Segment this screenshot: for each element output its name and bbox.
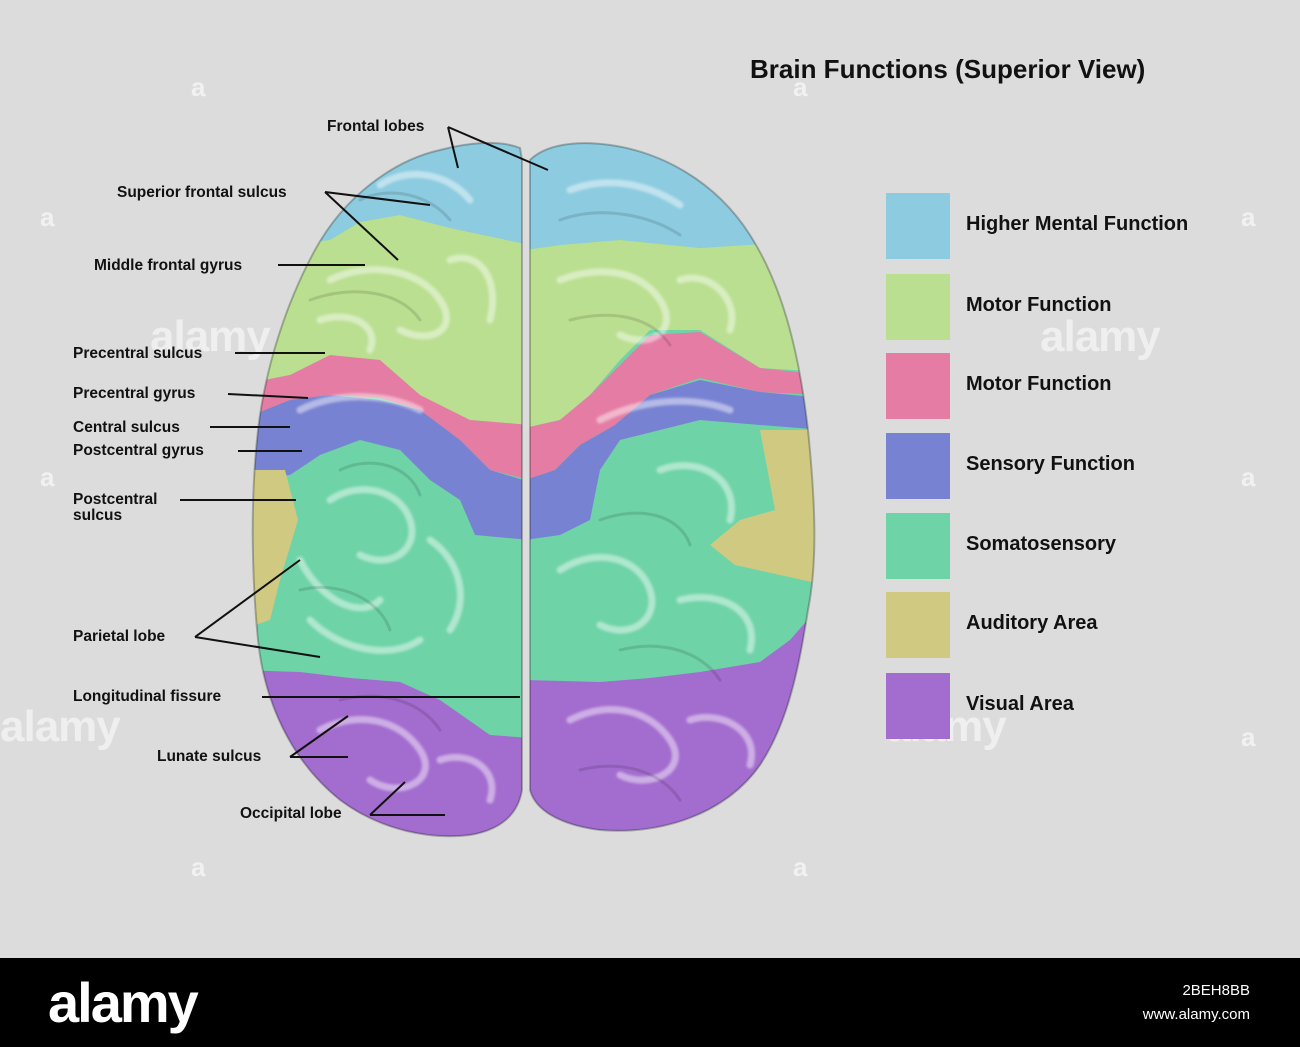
label-frontal-lobes: Frontal lobes (327, 118, 425, 135)
label-lunate-sulcus: Lunate sulcus (157, 748, 262, 765)
legend-label: Somatosensory (966, 533, 1117, 555)
watermark-letter: a (793, 72, 808, 102)
label-longitudinal-fissure: Longitudinal fissure (73, 688, 222, 705)
legend-item-auditory-area: Auditory Area (886, 592, 1286, 658)
legend-swatch (886, 513, 950, 579)
watermark-letter: a (191, 72, 206, 102)
legend-swatch (886, 193, 950, 259)
watermark-letter: a (40, 202, 55, 232)
label-postcentral-gyrus: Postcentral gyrus (73, 442, 204, 459)
legend-item-motor-function-pink: Motor Function (886, 353, 1286, 419)
stock-footer-bar: alamy 2BEH8BB www.alamy.com (0, 958, 1300, 1047)
label-precentral-gyrus: Precentral gyrus (73, 385, 196, 402)
image-id: 2BEH8BB (1182, 982, 1250, 999)
label-precentral-sulcus: Precentral sulcus (73, 345, 203, 362)
legend-label: Higher Mental Function (966, 213, 1189, 235)
label-parietal-lobe: Parietal lobe (73, 628, 166, 645)
label-central-sulcus: Central sulcus (73, 419, 180, 436)
watermark-letter: a (1241, 722, 1256, 752)
brain-superior-view-illustration (180, 126, 816, 838)
legend-label: Motor Function (966, 373, 1112, 395)
label-middle-frontal-gyrus: Middle frontal gyrus (94, 257, 243, 274)
label-postcentral-sulcus-line2: sulcus (73, 507, 123, 524)
legend-label: Visual Area (966, 693, 1074, 715)
legend-item-somatosensory: Somatosensory (886, 513, 1286, 579)
illustration-canvas: a a a a a a a a a alamy alamy alamy alam… (0, 54, 1286, 882)
legend-label: Motor Function (966, 294, 1112, 316)
legend-item-higher-mental-function: Higher Mental Function (886, 193, 1286, 259)
label-superior-frontal-sulcus: Superior frontal sulcus (117, 184, 287, 201)
legend-swatch (886, 433, 950, 499)
watermark-letter: a (1241, 462, 1256, 492)
site-url[interactable]: www.alamy.com (1142, 1006, 1250, 1023)
legend-item-motor-function-green: Motor Function (886, 274, 1286, 340)
watermark-letter: a (40, 462, 55, 492)
diagram-title: Brain Functions (Superior View) (750, 54, 1146, 84)
label-postcentral-sulcus-line1: Postcentral (73, 491, 158, 508)
leader-lines (180, 126, 549, 816)
legend-swatch (886, 274, 950, 340)
watermark-logo: alamy (0, 702, 121, 751)
alamy-logo: alamy (48, 971, 199, 1034)
legend-swatch (886, 592, 950, 658)
legend-item-sensory-function: Sensory Function (886, 433, 1286, 499)
legend-swatch (886, 673, 950, 739)
label-occipital-lobe: Occipital lobe (240, 805, 342, 822)
watermark-letter: a (1241, 202, 1256, 232)
watermark-logo: alamy (1040, 312, 1161, 361)
legend-label: Sensory Function (966, 453, 1135, 475)
legend-label: Auditory Area (966, 612, 1098, 634)
legend-item-visual-area: Visual Area (886, 673, 1286, 739)
watermark-letter: a (191, 852, 206, 882)
legend-swatch (886, 353, 950, 419)
watermark-letter: a (793, 852, 808, 882)
label-postcentral-sulcus: Postcentral sulcus (73, 492, 157, 524)
